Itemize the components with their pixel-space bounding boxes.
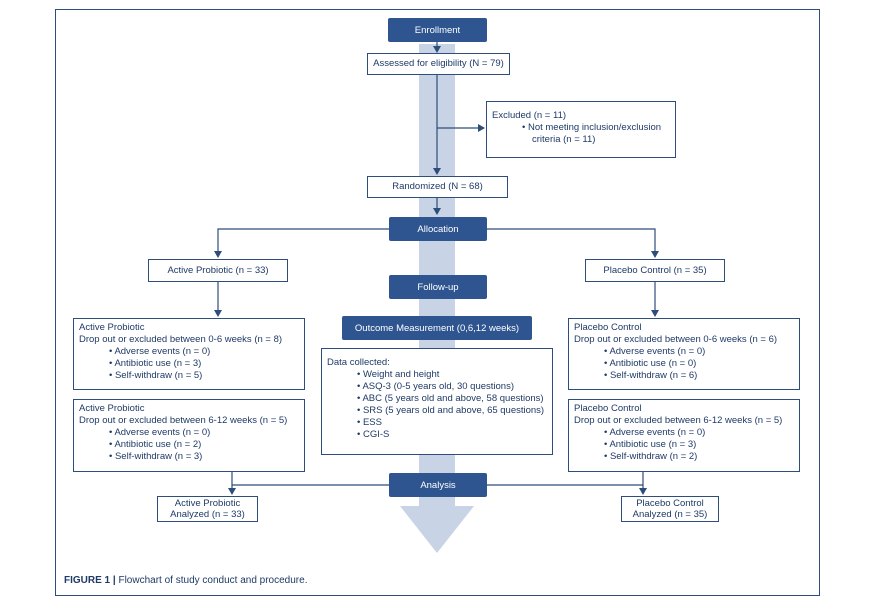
list-item: • ABC (5 years old and above, 58 questio… [357,393,544,404]
active-dropout-0-6-box: Active Probiotic Drop out or excluded be… [73,318,305,390]
list-item: • Self-withdraw (n = 2) [604,451,698,462]
excluded-title: Excluded (n = 11) [492,110,567,121]
list-item: • Antibiotic use (n = 0) [604,358,697,369]
arrow-active-analysis [231,472,389,486]
active-dropout-0-6-title: Active Probiotic [79,322,145,333]
active-dropout-6-12-box: Active Probiotic Drop out or excluded be… [73,399,305,472]
figure-frame [55,9,820,596]
list-item: • Adverse events (n = 0) [604,346,706,357]
list-item: • Antibiotic use (n = 3) [109,358,202,369]
stage-followup: Follow-up [389,275,487,299]
placebo-dropout-0-6-title: Placebo Control [574,322,642,333]
active-analyzed-box: Active Probiotic Analyzed (n = 33) [157,496,258,522]
placebo-dropout-0-6-subtitle: Drop out or excluded between 0-6 weeks (… [574,334,778,345]
arrow-placebo-analysis [487,472,644,486]
data-collected-title: Data collected: [327,357,390,368]
arrow-allocation-placebo [487,228,659,258]
active-dropout-0-6-subtitle: Drop out or excluded between 0-6 weeks (… [79,334,283,345]
main-flow-arrowhead [400,506,474,553]
active-arm-box: Active Probiotic (n = 33) [148,259,288,282]
list-item: • Adverse events (n = 0) [109,346,211,357]
list-item: • Self-withdraw (n = 3) [109,451,203,462]
excluded-reason-line1: • Not meeting inclusion/exclusion [522,122,662,133]
data-collected-box: Data collected: • Weight and height • AS… [321,348,553,455]
stage-analysis: Analysis [389,473,487,497]
placebo-dropout-0-6-box: Placebo Control Drop out or excluded bet… [568,318,800,390]
placebo-dropout-6-12-title: Placebo Control [574,403,642,414]
active-dropout-6-12-title: Active Probiotic [79,403,145,414]
list-item: • Self-withdraw (n = 6) [604,370,698,381]
figure-caption-text: Flowchart of study conduct and procedure… [115,575,308,586]
list-item: • Adverse events (n = 0) [604,427,706,438]
placebo-dropout-6-12-box: Placebo Control Drop out or excluded bet… [568,399,800,472]
placebo-arm-label: Placebo Control (n = 35) [603,264,707,276]
figure-caption: FIGURE 1 | Flowchart of study conduct an… [64,575,307,586]
list-item: • SRS (5 years old and above, 65 questio… [357,405,545,416]
excluded-reason-line2: criteria (n = 11) [532,134,596,145]
stage-outcome-measurement: Outcome Measurement (0,6,12 weeks) [342,316,532,340]
figure-caption-label: FIGURE 1 | [64,575,116,586]
placebo-arm-box: Placebo Control (n = 35) [585,259,725,282]
stage-allocation: Allocation [389,217,487,241]
list-item: • CGI-S [357,429,390,440]
placebo-analyzed-line1: Placebo Control [636,498,704,509]
arrow-allocation-active [214,228,389,258]
list-item: • Adverse events (n = 0) [109,427,211,438]
placebo-analyzed-line2: Analyzed (n = 35) [632,509,708,520]
active-dropout-6-12-subtitle: Drop out or excluded between 6-12 weeks … [79,415,288,426]
list-item: • ASQ-3 (0-5 years old, 30 questions) [357,381,514,392]
list-item: • Weight and height [357,369,440,380]
active-analyzed-line2: Analyzed (n = 33) [170,509,245,520]
assessed-label: Assessed for eligibility (N = 79) [373,58,504,69]
list-item: • Antibiotic use (n = 2) [109,439,202,450]
assessed-box: Assessed for eligibility (N = 79) [367,53,510,75]
randomized-label: Randomized (N = 68) [392,181,483,192]
stage-enrollment: Enrollment [388,18,487,42]
excluded-box: Excluded (n = 11) • Not meeting inclusio… [486,101,676,158]
list-item: • Antibiotic use (n = 3) [604,439,697,450]
list-item: • ESS [357,417,382,428]
active-arm-label: Active Probiotic (n = 33) [167,264,269,276]
active-analyzed-line1: Active Probiotic [174,498,241,509]
list-item: • Self-withdraw (n = 5) [109,370,203,381]
placebo-analyzed-box: Placebo Control Analyzed (n = 35) [621,496,719,522]
randomized-box: Randomized (N = 68) [367,176,508,198]
placebo-dropout-6-12-subtitle: Drop out or excluded between 6-12 weeks … [574,415,783,426]
